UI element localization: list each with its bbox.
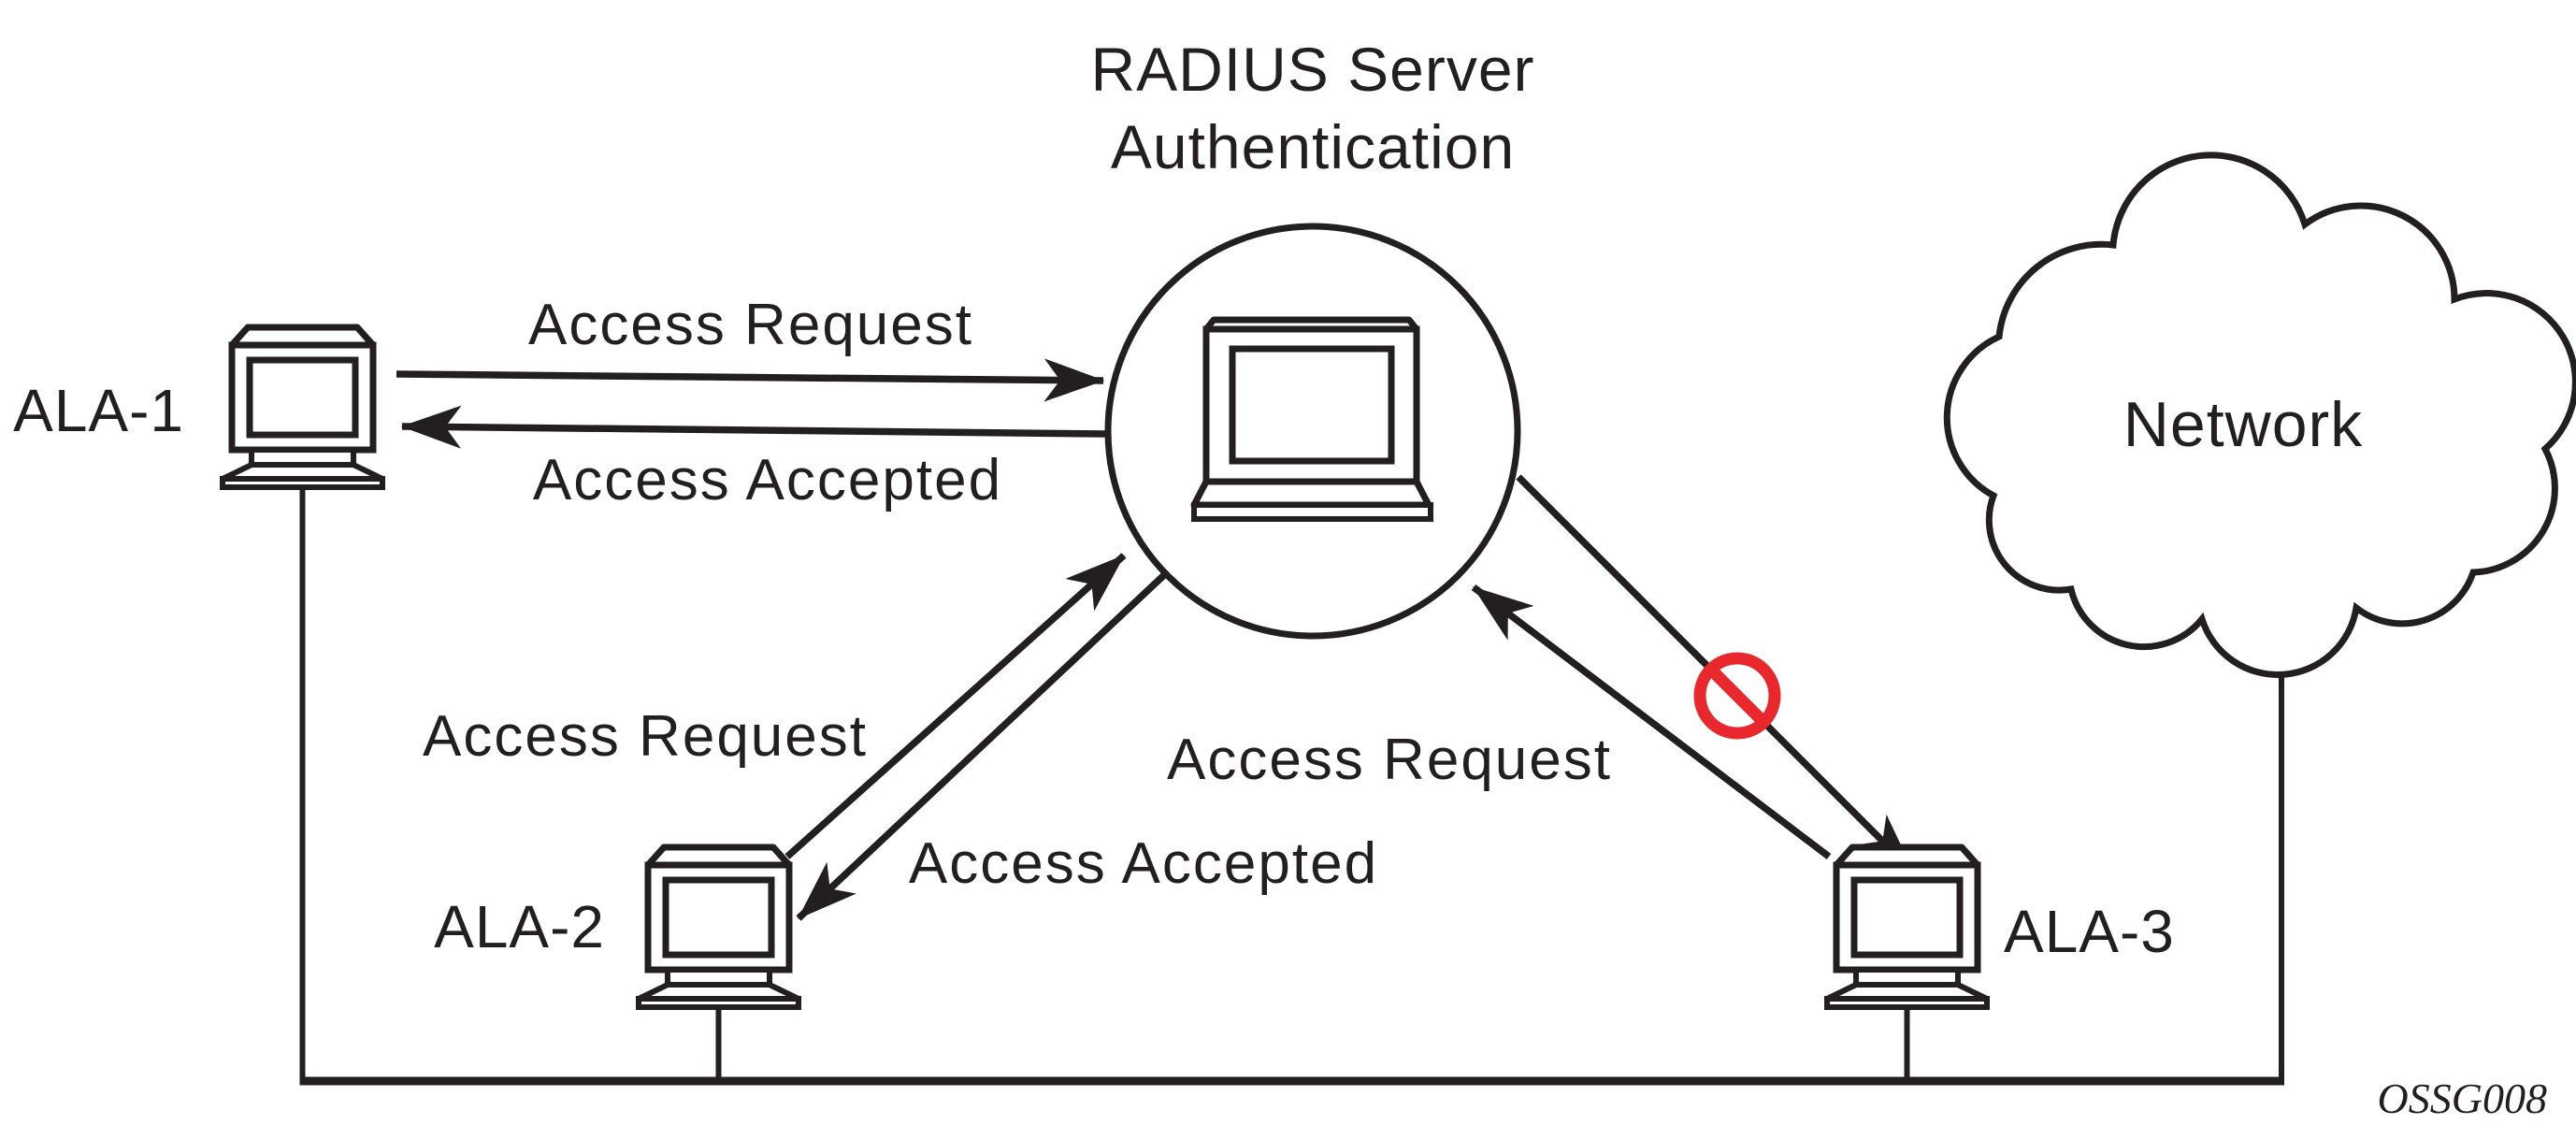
label-ala3: ALA-3: [2004, 898, 2175, 965]
server-laptop-icon: [1190, 316, 1433, 522]
arrow-ala1-access-accepted: [400, 405, 1106, 449]
arrow-ala1-access-request: [396, 358, 1105, 402]
ala3-desktop-computer-icon: [1827, 847, 1987, 1007]
arrow-ala2-access-request: [784, 553, 1127, 859]
ala2-desktop-computer-icon: [639, 847, 799, 1007]
arrow-ala3-access-request: [1471, 584, 1832, 859]
label-ala3-access-request: Access Request: [1167, 728, 1612, 792]
label-network: Network: [2123, 389, 2363, 460]
arrow-ala2-access-accepted: [796, 571, 1168, 921]
network-cloud: [1943, 151, 2576, 678]
label-ala1-access-accepted: Access Accepted: [533, 448, 1002, 512]
label-ala1: ALA-1: [13, 377, 184, 444]
ala1-desktop-computer-icon: [223, 327, 382, 487]
diagram-title-line2: Authentication: [1111, 112, 1515, 181]
diagram-title-line1: RADIUS Server: [1090, 35, 1534, 104]
label-ala2: ALA-2: [434, 893, 605, 960]
label-ala2-access-accepted: Access Accepted: [909, 831, 1378, 896]
figure-code: OSSG008: [2378, 1075, 2547, 1122]
label-ala2-access-request: Access Request: [423, 704, 868, 769]
label-ala1-access-request: Access Request: [528, 293, 973, 357]
no-entry-icon: [1693, 652, 1781, 740]
